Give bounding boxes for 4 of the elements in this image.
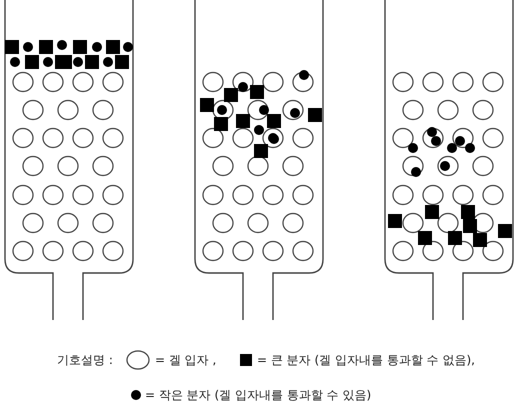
legend-text: = 큰 분자 (겔 입자내를 통과할 수 없음), [257, 353, 475, 367]
legend-text: = 겔 입자 , [155, 353, 216, 367]
legend-heading: 기호설명 : [57, 353, 113, 367]
legend-text: = 작은 분자 (겔 입자내를 통과할 수 있음) [145, 388, 372, 402]
